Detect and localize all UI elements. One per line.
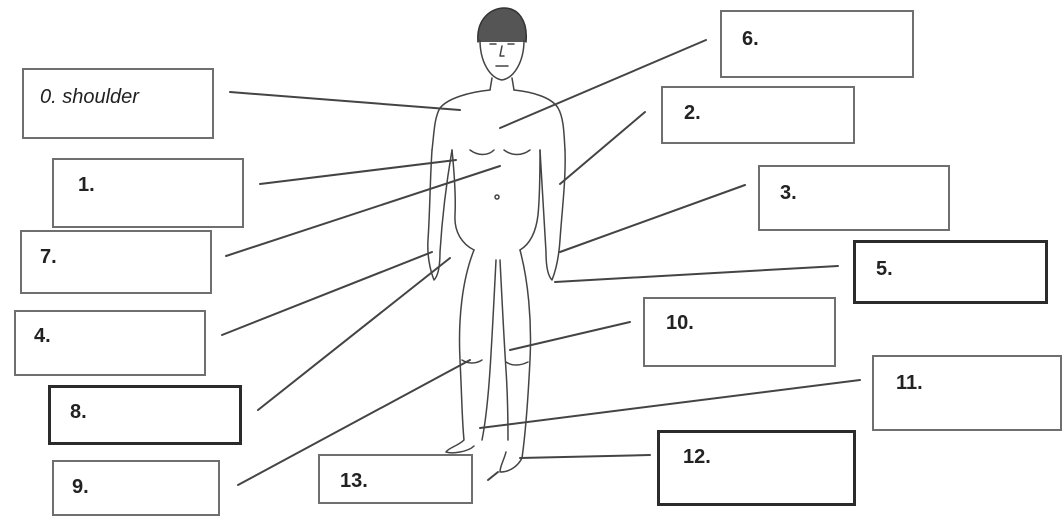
label-text-3: 3. <box>780 182 797 205</box>
inner-legs <box>482 260 508 440</box>
leader-line-12 <box>520 455 650 458</box>
label-text-13: 13. <box>340 470 368 493</box>
face-features <box>490 44 514 66</box>
label-text-10: 10. <box>666 312 694 335</box>
label-text-1: 1. <box>78 174 95 197</box>
navel <box>495 195 499 199</box>
right-leg-outer <box>500 250 531 472</box>
leader-line-13 <box>488 472 498 480</box>
label-text-12: 12. <box>683 446 711 469</box>
left-shoulder <box>432 90 490 150</box>
label-text-11: 11. <box>896 372 923 395</box>
leader-line-2 <box>560 112 645 184</box>
label-text-0: 0. shoulder <box>40 86 139 109</box>
human-figure <box>428 8 565 472</box>
knees <box>462 360 528 365</box>
leader-line-5 <box>555 266 838 282</box>
chest <box>470 150 530 155</box>
right-arm <box>540 150 565 280</box>
label-text-7: 7. <box>40 246 57 269</box>
leader-line-0 <box>230 92 460 110</box>
leader-line-1 <box>260 160 456 184</box>
right-shoulder <box>514 90 565 150</box>
label-text-6: 6. <box>742 28 759 51</box>
label-text-5: 5. <box>876 258 893 281</box>
leader-line-11 <box>480 380 860 428</box>
label-text-4: 4. <box>34 325 51 348</box>
torso <box>452 150 540 250</box>
left-leg-outer <box>446 250 474 453</box>
hair <box>478 8 526 42</box>
leader-line-7 <box>226 166 500 256</box>
label-text-8: 8. <box>70 401 87 424</box>
leader-line-10 <box>510 322 630 350</box>
leader-line-3 <box>560 185 745 252</box>
label-text-9: 9. <box>72 476 89 499</box>
label-text-2: 2. <box>684 102 701 125</box>
leader-line-4 <box>222 252 432 335</box>
